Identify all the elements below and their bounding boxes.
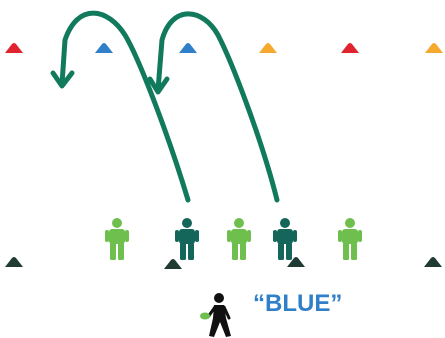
call-label: “BLUE” bbox=[253, 290, 343, 317]
player-light-3 bbox=[338, 218, 362, 260]
cone-bottom-1 bbox=[5, 257, 23, 267]
player-dark-1 bbox=[175, 218, 199, 260]
coach-figure bbox=[200, 293, 231, 337]
run-arrow-2 bbox=[147, 11, 280, 203]
cone-top-blue-3 bbox=[179, 43, 197, 53]
cone-top-blue-2 bbox=[95, 43, 113, 53]
ball-icon bbox=[200, 312, 210, 320]
player-dark-2 bbox=[273, 218, 297, 260]
runs-layer bbox=[50, 10, 280, 203]
player-light-2 bbox=[227, 218, 251, 260]
cone-top-orange-4 bbox=[259, 43, 277, 53]
cone-bottom-4 bbox=[424, 257, 442, 267]
players-layer bbox=[105, 218, 362, 260]
cone-top-orange-6 bbox=[425, 43, 443, 53]
cone-top-red-1 bbox=[5, 43, 23, 53]
cone-bottom-3 bbox=[287, 257, 305, 267]
player-light-1 bbox=[105, 218, 129, 260]
run-arrow-1 bbox=[50, 10, 191, 203]
cones-layer bbox=[5, 43, 443, 269]
cone-top-red-5 bbox=[341, 43, 359, 53]
cone-bottom-2 bbox=[164, 259, 182, 269]
